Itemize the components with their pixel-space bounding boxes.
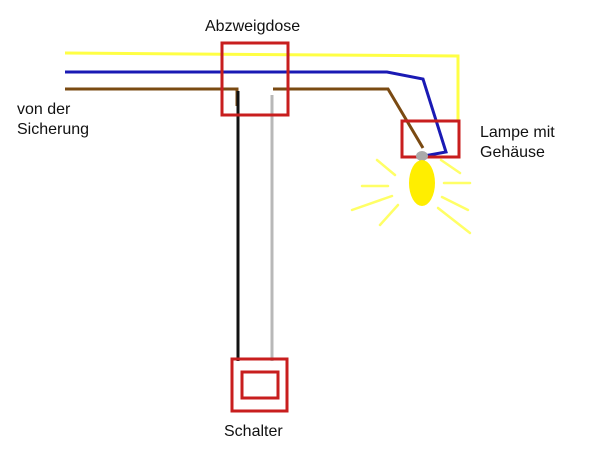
switch-label: Schalter bbox=[224, 422, 283, 442]
switch-rocker bbox=[240, 370, 280, 400]
junction-box bbox=[220, 41, 290, 117]
light-ray bbox=[440, 195, 470, 212]
lamp-label-line1: Lampe mit bbox=[480, 124, 555, 141]
fuse-label-line1: von der bbox=[17, 101, 71, 118]
switch-outer-box bbox=[230, 357, 289, 413]
lamp-label-line2: Gehäuse bbox=[480, 144, 545, 161]
phase-wire bbox=[65, 87, 239, 106]
light-ray bbox=[375, 158, 397, 177]
light-rays bbox=[350, 158, 472, 235]
lamp-socket bbox=[416, 151, 428, 161]
light-ray bbox=[436, 206, 472, 235]
fuse-label-line2: Sicherung bbox=[17, 121, 90, 138]
light-ray bbox=[350, 194, 394, 212]
fuse-label: von der Sicherung bbox=[17, 100, 89, 140]
lamp-feed-wire bbox=[273, 87, 425, 149]
light-ray bbox=[439, 158, 462, 175]
lamp-label: Lampe mit Gehäuse bbox=[480, 123, 555, 163]
light-ray bbox=[378, 203, 400, 227]
junction-box-label: Abzweigdose bbox=[205, 17, 300, 37]
junction-box-label-text: Abzweigdose bbox=[205, 18, 301, 35]
switch-label-text: Schalter bbox=[224, 423, 283, 440]
neutral-wire bbox=[65, 70, 448, 158]
earth-wire bbox=[64, 51, 460, 122]
light-bulb bbox=[409, 160, 435, 206]
lamp-housing bbox=[400, 119, 461, 159]
